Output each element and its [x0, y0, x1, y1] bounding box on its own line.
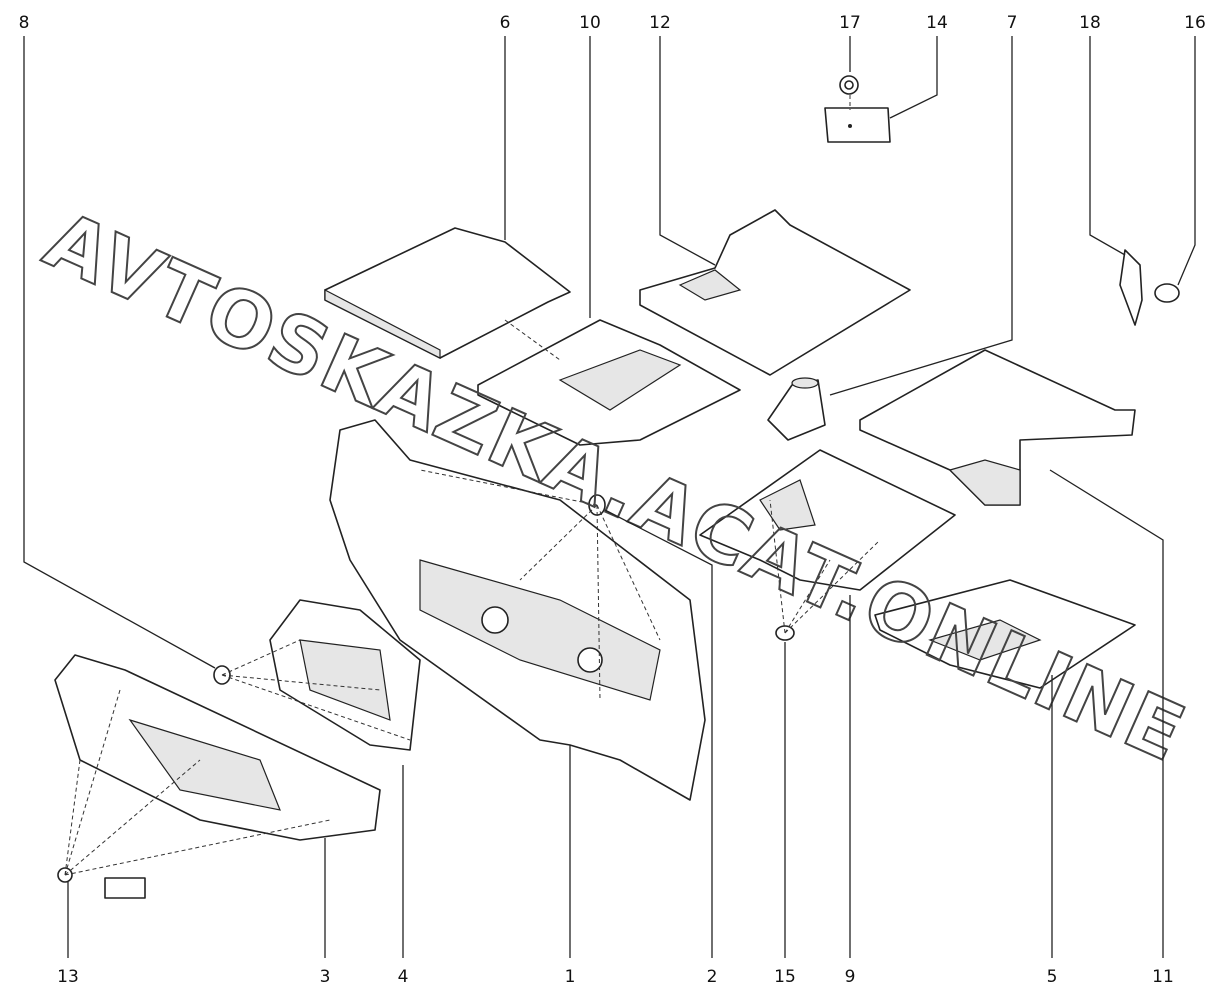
callouts-top: 8 6 10 12 17 14 7 18 16 — [19, 13, 1206, 33]
leader-lines — [23, 36, 1196, 958]
callouts-bottom: 13 3 4 1 2 15 9 5 11 — [57, 967, 1174, 987]
part-6-floor-mat[interactable] — [324, 227, 571, 359]
callout-13: 13 — [57, 967, 79, 987]
part-4-insulation-block[interactable] — [269, 599, 421, 751]
callout-9: 9 — [845, 967, 856, 987]
part-3-hood-insulation[interactable] — [54, 654, 381, 841]
part-17-clip[interactable] — [839, 75, 859, 95]
part-11-floor-mat[interactable] — [859, 349, 1136, 506]
part-16-plug[interactable] — [1154, 283, 1180, 303]
part-5-floor-insulation[interactable] — [874, 579, 1136, 689]
part-13-clip[interactable] — [57, 867, 146, 899]
part-7-boot[interactable] — [767, 377, 826, 441]
part-18-insert[interactable] — [1119, 249, 1143, 326]
part-14-pad[interactable] — [824, 107, 891, 143]
part-1-dashboard-insulation[interactable] — [329, 419, 706, 801]
callout-17: 17 — [839, 13, 861, 33]
callout-14: 14 — [926, 13, 948, 33]
callout-4: 4 — [398, 967, 409, 987]
callout-16: 16 — [1184, 13, 1206, 33]
callout-10: 10 — [579, 13, 601, 33]
callout-18: 18 — [1079, 13, 1101, 33]
part-9-floor-insulation[interactable] — [699, 449, 956, 591]
callout-6: 6 — [500, 13, 511, 33]
callout-5: 5 — [1047, 967, 1058, 987]
callout-2: 2 — [707, 967, 718, 987]
callout-12: 12 — [649, 13, 671, 33]
callout-15: 15 — [774, 967, 796, 987]
part-12-floor-mat[interactable] — [639, 209, 911, 376]
callout-11: 11 — [1152, 967, 1174, 987]
callout-7: 7 — [1007, 13, 1018, 33]
callout-1: 1 — [565, 967, 576, 987]
callout-3: 3 — [320, 967, 331, 987]
part-10-floor-insulation[interactable] — [477, 319, 741, 446]
callout-8: 8 — [19, 13, 30, 33]
assembly-lines — [64, 95, 881, 876]
